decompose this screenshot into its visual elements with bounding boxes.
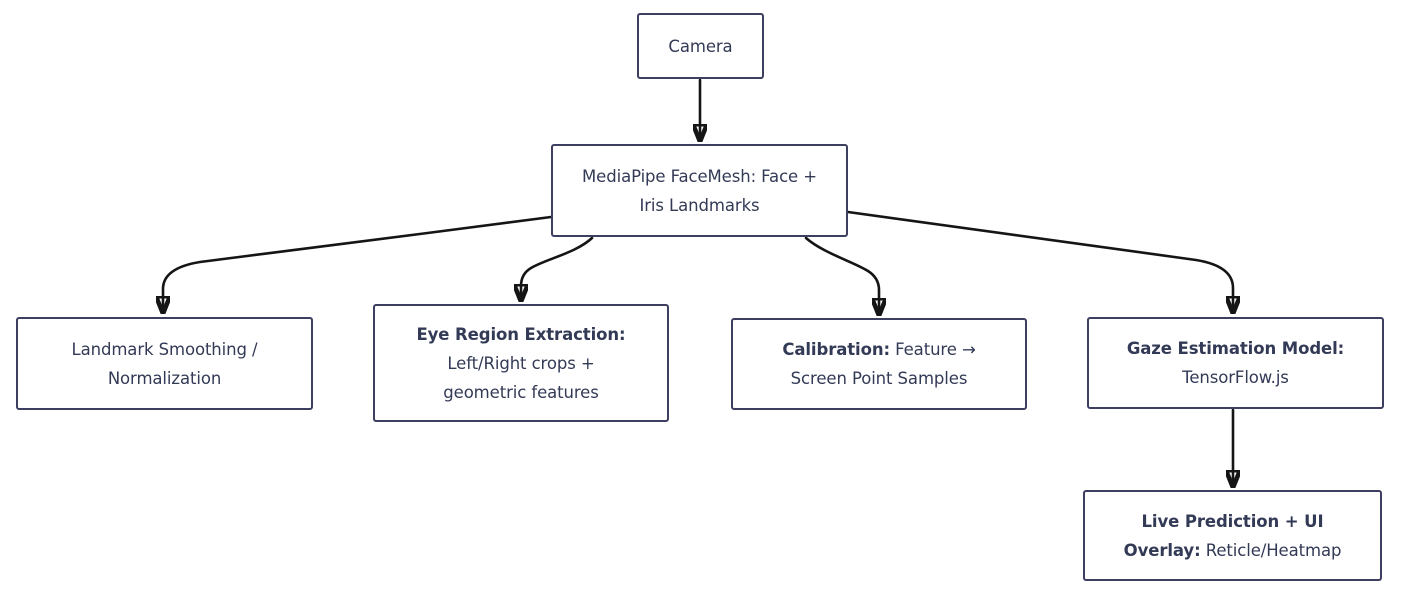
node-label: Iris Landmarks (639, 195, 760, 215)
node-camera: Camera (637, 13, 764, 79)
node-landmark-smoothing: Landmark Smoothing / Normalization (16, 317, 313, 410)
node-live-prediction-ui-overlay: Live Prediction + UI Overlay: Reticle/He… (1083, 490, 1382, 581)
edge-mediapipe-to-calibration (804, 236, 879, 314)
edge-mediapipe-to-gaze-estimation (846, 210, 1233, 312)
node-mediapipe-facemesh: MediaPipe FaceMesh: Face + Iris Landmark… (551, 144, 848, 237)
node-label: MediaPipe FaceMesh: Face + (582, 166, 817, 186)
node-label: Camera (668, 36, 733, 56)
node-label: Landmark Smoothing / (71, 339, 258, 359)
node-label: geometric features (443, 382, 599, 402)
node-label: Live Prediction + UI (1141, 511, 1324, 531)
node-label: Calibration: Feature → (782, 340, 976, 359)
node-label: Overlay: Reticle/Heatmap (1123, 540, 1342, 560)
node-label: Left/Right crops + (447, 353, 595, 373)
node-calibration: Calibration: Feature → Screen Point Samp… (731, 318, 1027, 410)
node-eye-region-extraction: Eye Region Extraction: Left/Right crops … (373, 304, 669, 422)
edge-mediapipe-to-eye-region (521, 236, 594, 300)
node-label: Gaze Estimation Model: (1126, 339, 1345, 358)
node-label: Normalization (107, 368, 222, 388)
edge-mediapipe-to-landmark-smoothing (163, 215, 553, 312)
node-gaze-estimation-model: Gaze Estimation Model: TensorFlow.js (1087, 317, 1384, 409)
node-label: TensorFlow.js (1182, 368, 1289, 387)
node-label: Eye Region Extraction: (416, 324, 626, 344)
node-label: Screen Point Samples (790, 369, 968, 388)
